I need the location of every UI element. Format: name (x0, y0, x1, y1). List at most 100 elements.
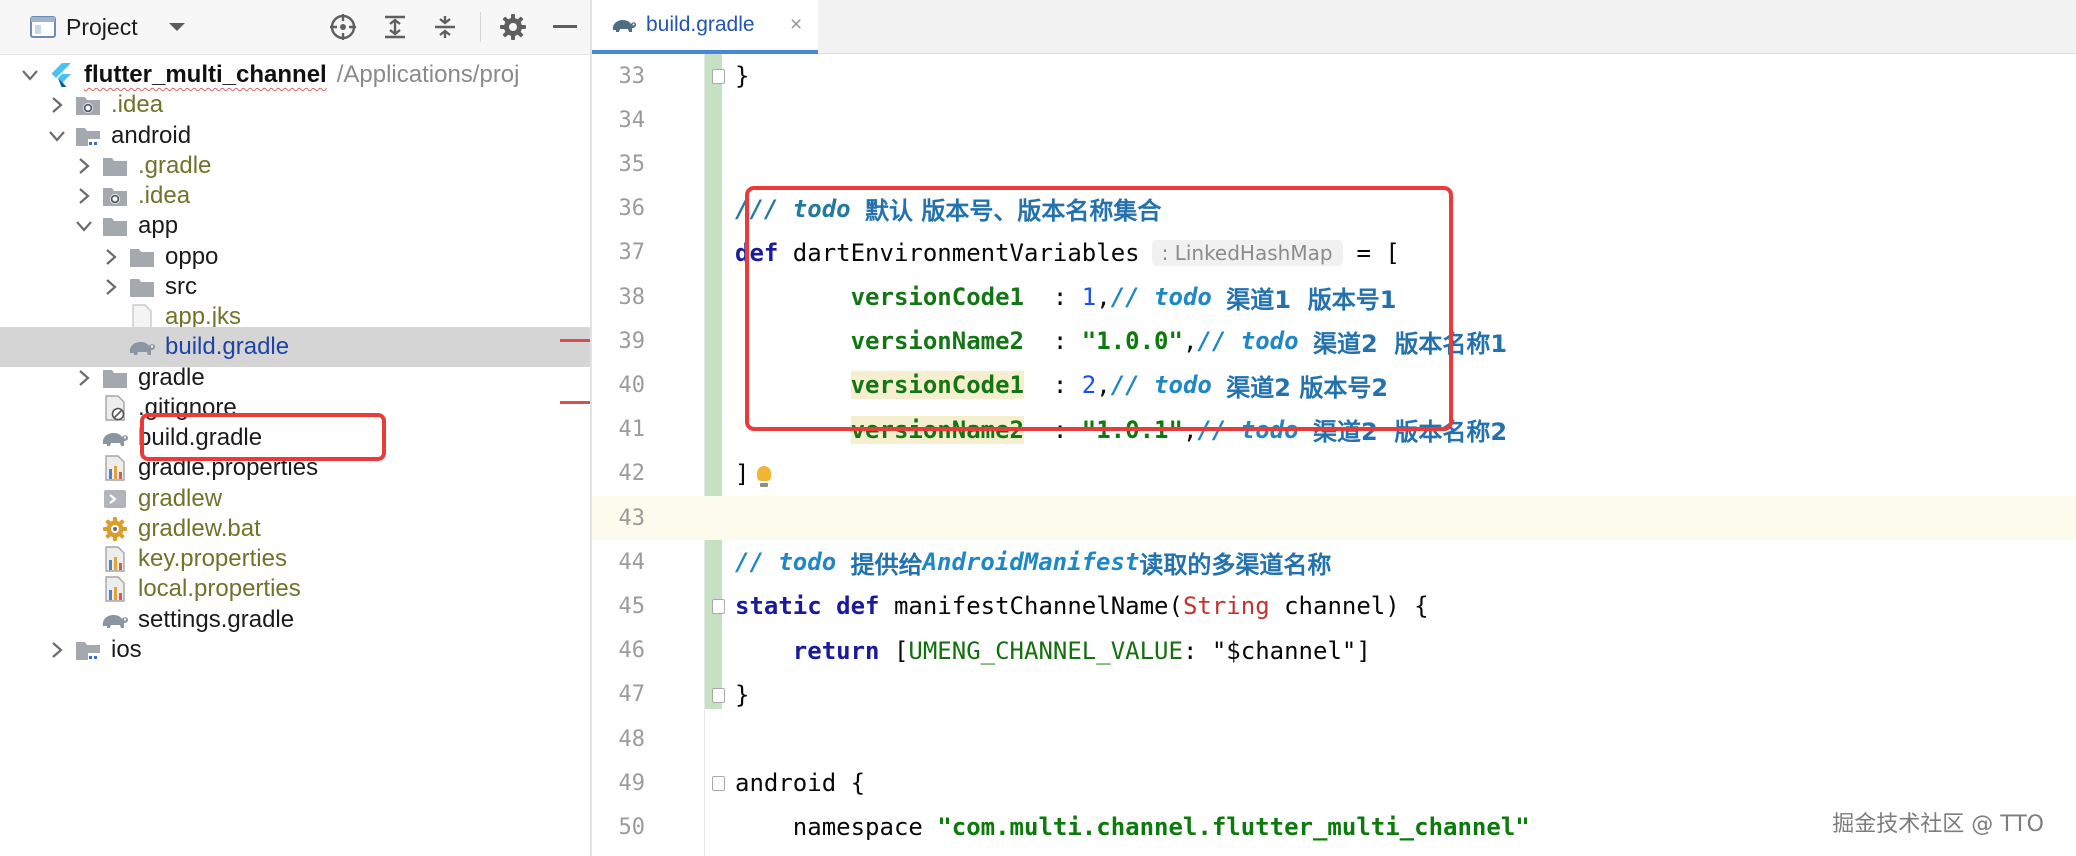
code-token: def (836, 592, 880, 621)
chevron-right-icon[interactable] (101, 237, 121, 277)
code-token: // (1197, 327, 1241, 356)
bat-gear-icon (100, 509, 130, 549)
code-token: // (735, 548, 779, 577)
minimize-icon[interactable] (548, 0, 582, 54)
chevron-right-icon[interactable] (101, 267, 121, 307)
tree-item[interactable]: android (0, 116, 590, 156)
tree-item-label: android (111, 121, 192, 149)
chevron-right-icon[interactable] (74, 176, 94, 216)
collapse-all-icon[interactable] (428, 0, 462, 54)
tree-item[interactable]: build.gradle (0, 418, 590, 458)
flutter-icon (46, 55, 76, 95)
tree-item-label: .idea (138, 182, 191, 209)
tree-item[interactable]: .gradle (0, 146, 590, 186)
tree-item[interactable]: .idea (0, 85, 590, 125)
chevron-right-icon[interactable] (47, 630, 67, 670)
code-token: UMENG_CHANNEL_VALUE (908, 636, 1183, 665)
properties-icon (100, 569, 130, 609)
gear-icon[interactable] (496, 0, 530, 54)
properties-icon (100, 448, 130, 488)
code-line: 35 (592, 142, 2076, 186)
line-number: 35 (618, 151, 646, 177)
code-text: /// todo 默认 版本号、版本名称集合 (735, 187, 1161, 231)
expand-all-icon[interactable] (378, 0, 412, 54)
fold-marker-icon[interactable] (712, 69, 725, 84)
project-panel-title: Project (66, 13, 138, 40)
chevron-down-icon[interactable] (47, 116, 67, 156)
tree-item[interactable]: flutter_multi_channel/Applications/proj (0, 55, 590, 95)
tree-item[interactable]: oppo (0, 237, 590, 277)
chevron-down-icon[interactable] (20, 55, 40, 95)
chevron-down-icon[interactable] (74, 206, 94, 246)
tree-item-label: app (138, 212, 179, 240)
script-icon (100, 479, 130, 519)
watermark: 掘金技术社区 @ TTO (1832, 812, 2044, 837)
code-text: } (735, 54, 749, 98)
tree-item-label: key.properties (138, 545, 287, 572)
code-token: static (735, 592, 822, 621)
chevron-right-icon[interactable] (47, 85, 67, 125)
code-token: , (1096, 371, 1111, 400)
line-number-gutter (592, 54, 704, 856)
code-line: 43 (592, 496, 2076, 540)
change-marker (560, 401, 590, 404)
fold-marker-icon[interactable] (712, 599, 725, 615)
tree-item[interactable]: ios (0, 630, 590, 670)
code-text: } (735, 673, 749, 717)
code-line: 42] (592, 452, 2076, 496)
tree-item[interactable]: gradlew (0, 479, 590, 519)
fold-marker-icon[interactable] (712, 687, 725, 703)
code-token: : (1023, 283, 1082, 311)
tree-item[interactable]: src (0, 267, 590, 307)
tree-item[interactable]: gradle (0, 358, 590, 398)
tree-item[interactable]: .idea (0, 176, 590, 216)
editor-tab-build-gradle[interactable]: build.gradle × (592, 0, 818, 54)
line-number: 48 (618, 726, 646, 752)
tree-item-label: build.gradle (165, 333, 290, 361)
file-icon (127, 297, 157, 337)
code-token: : (1023, 371, 1082, 400)
chevron-right-icon[interactable] (74, 358, 94, 398)
line-number: 45 (618, 593, 646, 619)
lightbulb-icon[interactable] (757, 466, 772, 488)
tree-item[interactable]: local.properties (0, 569, 590, 609)
project-view-icon (26, 0, 60, 54)
change-marker (560, 339, 590, 342)
code-token: versionName2 (850, 327, 1024, 356)
type-inlay-hint: : LinkedHashMap (1151, 239, 1343, 266)
folder-module-icon (73, 116, 103, 156)
chevron-right-icon[interactable] (74, 146, 94, 186)
code-token: 默认 版本号、版本名称集合 (865, 197, 1162, 226)
fold-marker-icon[interactable] (712, 776, 725, 792)
tree-item-label: .idea (111, 91, 164, 119)
tree-item[interactable]: key.properties (0, 539, 590, 579)
tree-item-label: build.gradle (138, 424, 263, 451)
line-number: 44 (618, 549, 646, 575)
line-number: 49 (618, 770, 646, 796)
code-token: /// (735, 194, 793, 223)
tree-item[interactable]: app.jks (0, 297, 590, 337)
code-token: , (1182, 327, 1198, 356)
tree-item[interactable]: build.gradle (0, 327, 590, 368)
code-line: 40 versionCode1 : 2,// todo 渠道2 版本号2 (592, 363, 2076, 407)
code-token: 提供给 (850, 550, 923, 579)
project-view-selector[interactable]: Project (66, 0, 186, 54)
folder-settings-icon (100, 176, 130, 216)
tree-item[interactable]: app (0, 206, 590, 246)
line-number: 34 (618, 107, 646, 133)
folder-icon (127, 237, 157, 277)
crosshair-locate-icon[interactable] (326, 0, 360, 54)
close-icon[interactable]: × (790, 13, 803, 36)
tree-item-label: settings.gradle (138, 605, 295, 633)
tree-item[interactable]: settings.gradle (0, 600, 590, 640)
code-token: 读取的多渠道名称 (1139, 550, 1332, 579)
code-token: todo (1154, 283, 1212, 311)
code-line: 38 versionCode1 : 1,// todo 渠道1 版本号1 (592, 275, 2076, 319)
tree-item[interactable]: gradlew.bat (0, 509, 590, 549)
folder-icon (100, 206, 130, 246)
tree-item-label: oppo (165, 242, 219, 270)
